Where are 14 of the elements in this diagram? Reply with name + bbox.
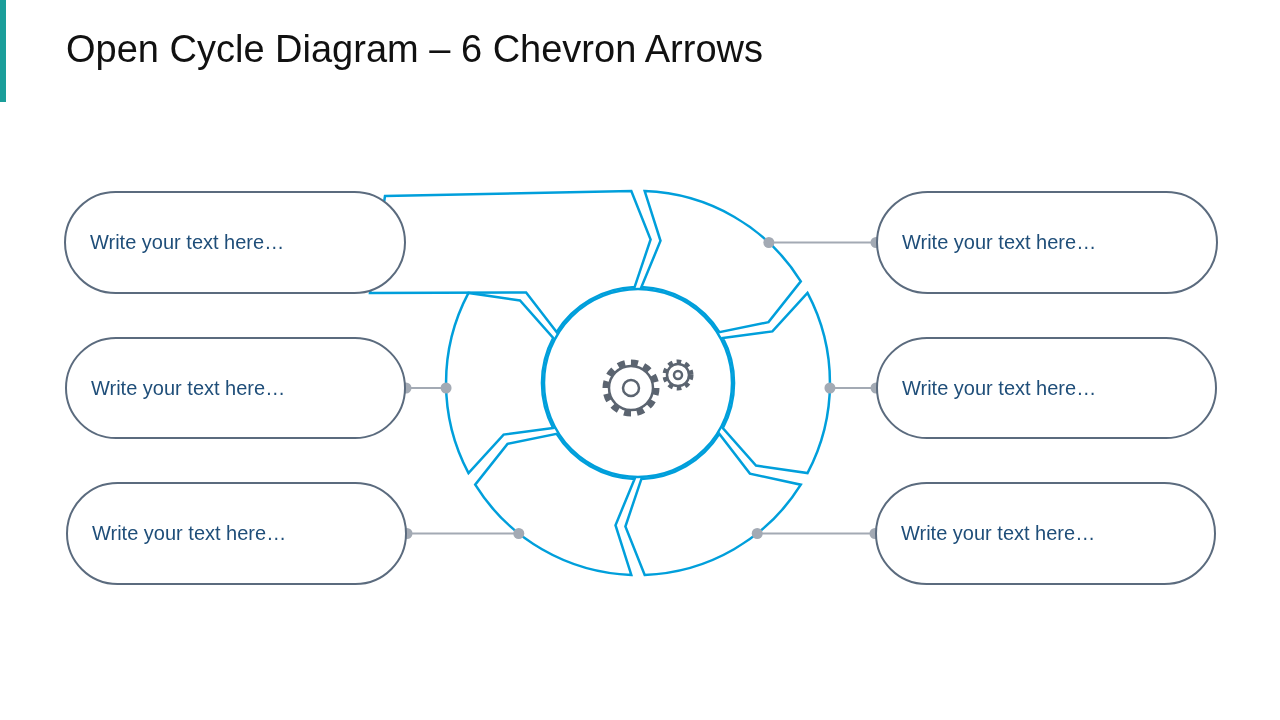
- placeholder-text: Write your text here…: [90, 231, 285, 254]
- placeholder-text: Write your text here…: [92, 522, 287, 545]
- placeholder-text: Write your text here…: [902, 376, 1097, 400]
- placeholder-text: Write your text here…: [91, 376, 286, 400]
- chevron-segment: [473, 432, 636, 577]
- chevron-segment: [640, 189, 803, 334]
- title: Open Cycle Diagram – 6 Chevron Arrows: [66, 28, 763, 71]
- placeholder-text: Write your text here…: [901, 522, 1096, 545]
- chevron-segment: [368, 189, 652, 334]
- chevron-segment: [721, 291, 832, 475]
- chevron-segment: [444, 291, 555, 475]
- chevron-segment: [624, 432, 803, 577]
- center-circle: [542, 287, 734, 479]
- placeholder-text: Write your text here…: [902, 231, 1097, 254]
